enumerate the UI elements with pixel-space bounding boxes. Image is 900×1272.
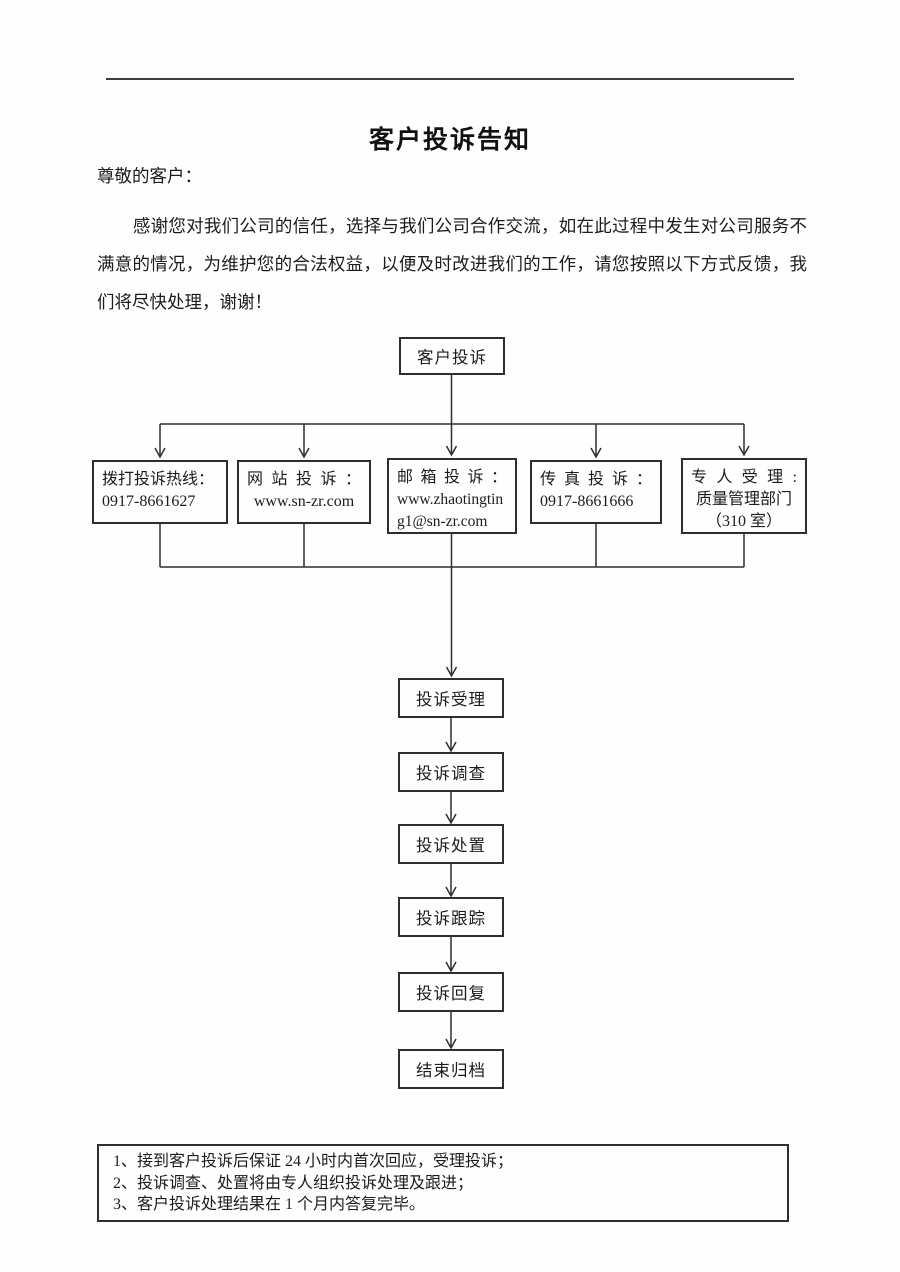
flow-node-archive: 结束归档 [398,1049,504,1089]
intro-paragraph: 感谢您对我们公司的信任，选择与我们公司合作交流，如在此过程中发生对公司服务不满意… [97,216,807,312]
note-item: 1、接到客户投诉后保证 24 小时内首次回应，受理投诉； [113,1153,514,1170]
flow-node-label: 投诉回复 [416,984,486,1003]
channel-in-person: 专人受理: 质量管理部门 （310 室） [681,458,807,534]
flow-node-label: 投诉跟踪 [416,909,486,928]
note-item: 2、投诉调查、处置将由专人组织投诉处理及跟进； [113,1174,474,1192]
flow-node-handling: 投诉处置 [398,824,504,864]
channel-value: www.zhaotingting1@sn-zr.com [397,491,504,530]
flow-node-customer-complaint: 客户投诉 [399,337,505,375]
channel-label: 邮箱投诉： [397,469,507,486]
channel-fax: 传真投诉： 0917-8661666 [530,460,662,524]
flow-node-label: 投诉处置 [416,836,486,855]
channel-value: www.sn-zr.com [253,493,355,510]
branch-connectors [154,375,750,459]
channel-email: 邮箱投诉： www.zhaotingting1@sn-zr.com [387,458,517,534]
channel-room: （310 室） [705,513,782,530]
channel-value: 0917-8661666 [540,493,634,510]
notes-box: 1、接到客户投诉后保证 24 小时内首次回应，受理投诉； 2、投诉调查、处置将由… [97,1144,789,1222]
flow-node-reply: 投诉回复 [398,972,504,1012]
header-rule [106,78,794,80]
flow-node-tracking: 投诉跟踪 [398,897,504,937]
channel-label: 网站投诉： [247,471,361,488]
merge-connectors [159,524,745,678]
flow-node-label: 结束归档 [416,1061,486,1080]
flow-node-acceptance: 投诉受理 [398,678,504,718]
channel-value: 质量管理部门 [695,491,792,508]
channel-hotline: 拨打投诉热线： 0917-8661627 [92,460,228,524]
channel-label: 传真投诉： [540,471,652,488]
channel-value: 0917-8661627 [102,493,196,510]
flow-node-label: 投诉调查 [416,764,486,783]
channel-website: 网站投诉： www.sn-zr.com [237,460,371,524]
flow-node-investigation: 投诉调查 [398,752,504,792]
salutation: 尊敬的客户： [97,166,202,186]
channel-label: 拨打投诉热线： [102,471,215,488]
channel-label: 专人受理: [691,469,797,486]
page-title: 客户投诉告知 [368,126,531,154]
flow-node-label: 投诉受理 [416,690,486,709]
flow-node-label: 客户投诉 [417,348,487,367]
note-item: 3、客户投诉处理结果在 1 个月内答复完毕。 [113,1196,426,1213]
